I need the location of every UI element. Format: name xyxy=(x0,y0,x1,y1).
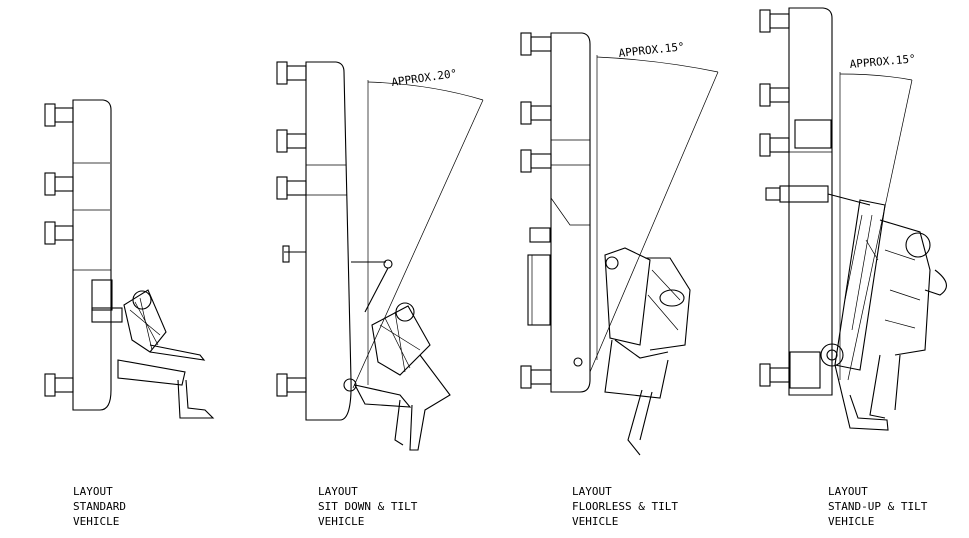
floorless-tilt-vehicle-drawing xyxy=(520,32,719,456)
standard-wheel-assemblies xyxy=(44,103,74,397)
stand-up-wheel-assemblies xyxy=(759,9,821,389)
sit-down-tilt-caption: LAYOUT SIT DOWN & TILT VEHICLE xyxy=(318,484,417,529)
stand-up-angle-label: APPROX.15° xyxy=(849,52,916,71)
caption-line: SIT DOWN & TILT xyxy=(318,500,418,513)
sit-down-track-column xyxy=(305,61,352,421)
sit-down-angle-indicator xyxy=(352,80,484,389)
floorless-angle-label: APPROX.15° xyxy=(618,40,685,60)
sit-down-tilt-vehicle-drawing xyxy=(276,61,484,451)
caption-line: LAYOUT xyxy=(318,485,358,498)
floorless-tilt-caption: LAYOUT FLOORLESS & TILT VEHICLE xyxy=(572,484,678,529)
stand-up-track-column xyxy=(788,7,833,396)
floorless-wheel-assemblies xyxy=(520,32,552,389)
caption-line: LAYOUT xyxy=(572,485,612,498)
caption-line: LAYOUT xyxy=(828,485,868,498)
sit-down-angle-label: APPROX.20° xyxy=(391,67,458,89)
caption-line: VEHICLE xyxy=(318,515,365,528)
caption-line: VEHICLE xyxy=(828,515,875,528)
caption-line: VEHICLE xyxy=(73,515,120,528)
caption-line: STAND-UP & TILT xyxy=(828,500,928,513)
caption-line: FLOORLESS & TILT xyxy=(572,500,678,513)
standard-seat-rider xyxy=(91,279,215,419)
sit-down-wheel-assemblies xyxy=(276,61,307,397)
floorless-track-column xyxy=(527,32,591,393)
stand-up-seat-rider xyxy=(765,185,947,431)
standard-track-column xyxy=(72,99,112,411)
sit-down-seat-rider xyxy=(282,245,451,451)
standard-vehicle-drawing xyxy=(44,99,215,419)
stand-up-tilt-caption: LAYOUT STAND-UP & TILT VEHICLE xyxy=(828,484,927,529)
floorless-seat-rider xyxy=(604,247,691,456)
caption-line: VEHICLE xyxy=(572,515,619,528)
floorless-angle-indicator xyxy=(589,55,719,373)
stand-up-tilt-vehicle-drawing xyxy=(759,7,947,431)
caption-line: LAYOUT xyxy=(73,485,113,498)
caption-line: STANDARD xyxy=(73,500,126,513)
standard-vehicle-caption: LAYOUT STANDARD VEHICLE xyxy=(73,484,126,529)
